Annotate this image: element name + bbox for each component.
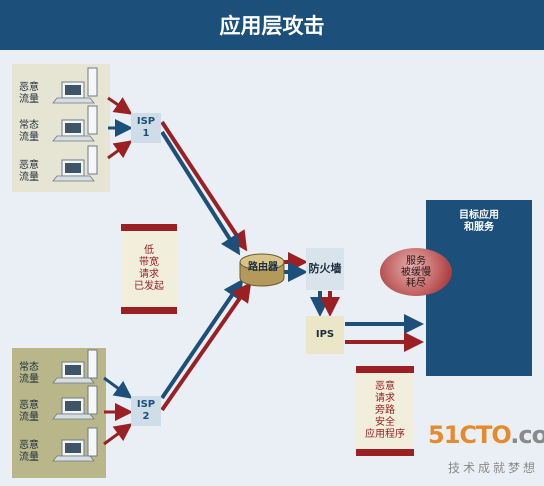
- arrow-isp1-router-blue: [160, 130, 241, 256]
- ips-node: IPS: [306, 316, 344, 354]
- arrow-top-3-isp1: [107, 140, 133, 160]
- arrow-isp2-router-blue: [160, 278, 244, 400]
- diagram-title: 应用层攻击: [0, 0, 544, 50]
- traffic-label: 恶意 流量: [19, 160, 39, 183]
- watermark-logo: 51CTO.com: [428, 421, 544, 449]
- arrow-isp2-router-red: [160, 281, 252, 412]
- traffic-label: 常态 流量: [19, 120, 39, 143]
- computer-icon: [52, 145, 98, 182]
- low-bandwidth-request-text: 低 带宽 请求 已发起: [134, 245, 164, 292]
- traffic-label: 恶意 流量: [19, 440, 39, 463]
- firewall-node: 防火墙: [306, 248, 344, 290]
- traffic-label: 恶意 流量: [19, 400, 39, 423]
- watermark-logo-main: 51CTO: [428, 421, 511, 449]
- arrow-isp1-router-red: [160, 120, 248, 252]
- bypass-security-text: 恶意 请求 旁路 安全 应用程序: [365, 381, 405, 440]
- service-exhausted-status: 服务 被缓慢 耗尽: [380, 248, 452, 296]
- computer-icon: [52, 349, 98, 384]
- arrow-top-1-isp1: [107, 96, 133, 115]
- low-bandwidth-request-panel: 低 带宽 请求 已发起: [121, 224, 177, 314]
- computer-icon: [52, 105, 98, 142]
- isp-1-node: ISP 1: [131, 113, 161, 143]
- arrow-bottom-3-isp2: [103, 423, 133, 446]
- target-services-box: [426, 200, 532, 376]
- traffic-label: 常态 流量: [19, 362, 39, 385]
- watermark-logo-suffix: .com: [510, 421, 544, 449]
- router-icon: [239, 253, 285, 287]
- target-services-title: 目标应用 和服务: [459, 210, 499, 233]
- computer-icon: [52, 67, 98, 104]
- router-label: 路由器: [248, 262, 278, 273]
- watermark-slogan: 技术成就梦想: [447, 461, 538, 475]
- traffic-label: 恶意 流量: [19, 82, 39, 105]
- arrow-bottom-1-isp2: [103, 376, 133, 399]
- computer-icon: [52, 385, 98, 420]
- bypass-security-panel: 恶意 请求 旁路 安全 应用程序: [356, 366, 414, 456]
- isp-2-node: ISP 2: [131, 396, 161, 426]
- computer-icon: [52, 427, 98, 462]
